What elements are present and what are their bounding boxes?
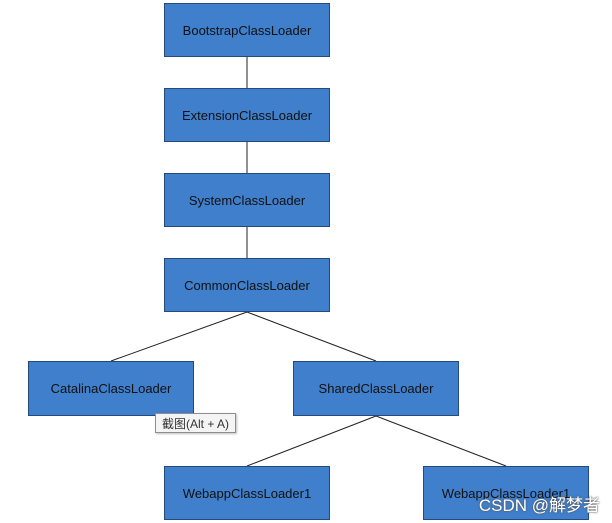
edge-shared-webapp1: [246, 415, 377, 467]
node-webapp-classloader-2: WebappClassLoader1: [423, 466, 589, 520]
node-catalina-classloader: CatalinaClassLoader: [28, 361, 194, 416]
screenshot-shortcut-tooltip: 截图(Alt + A): [155, 413, 237, 433]
edge-shared-webapp2: [375, 415, 507, 467]
node-webapp-classloader-1: WebappClassLoader1: [164, 466, 330, 520]
node-system-classloader: SystemClassLoader: [164, 173, 330, 227]
node-shared-classloader: SharedClassLoader: [293, 361, 459, 416]
edge-common-shared: [246, 311, 377, 362]
node-extension-classloader: ExtensionClassLoader: [164, 88, 330, 142]
edge-common-catalina: [110, 311, 248, 362]
node-bootstrap-classloader: BootstrapClassLoader: [164, 3, 330, 57]
node-common-classloader: CommonClassLoader: [164, 258, 330, 312]
csdn-watermark: CSDN @解梦者: [478, 496, 600, 515]
